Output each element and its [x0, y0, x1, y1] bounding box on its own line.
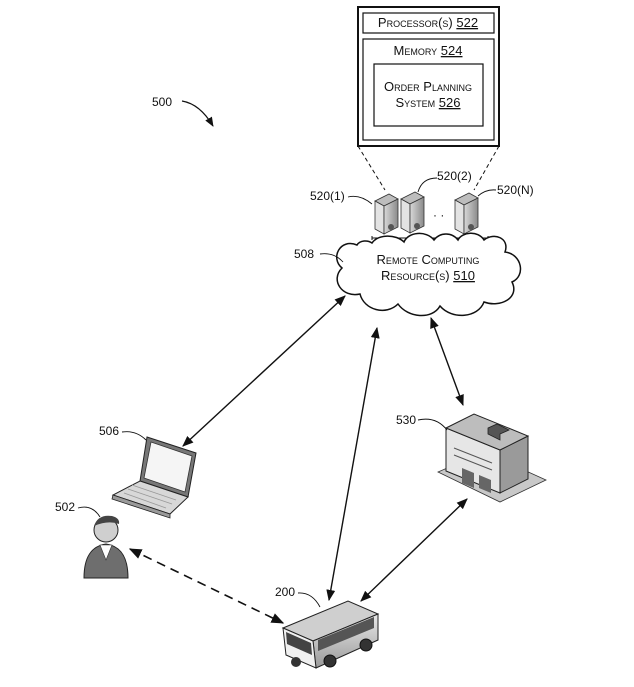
detail-projection-right [474, 146, 499, 190]
processor-label: Processor(s) 522 [378, 15, 478, 30]
figure-ref-label: 500 [152, 95, 172, 109]
server-n-leader [478, 190, 496, 196]
server-icon-2 [401, 192, 424, 233]
cloud-vehicle-arrow [329, 328, 377, 600]
vehicle-icon [283, 601, 378, 668]
laptop-icon [112, 437, 196, 518]
building-vehicle-arrow [361, 499, 467, 601]
cloud-ref-label: 508 [294, 247, 314, 261]
detail-projection-left [358, 146, 385, 190]
server-detail-box: Processor(s) 522 Memory 524 Order Planni… [358, 7, 499, 146]
building-ref-leader [418, 419, 447, 430]
user-ref-leader [78, 507, 100, 517]
server-2-label: 520(2) [437, 169, 472, 183]
cloud-label-line2: Resource(s) 510 [381, 268, 475, 283]
vehicle-ref-label: 200 [275, 585, 295, 599]
user-ref-label: 502 [55, 500, 75, 514]
cloud-building-arrow [431, 318, 463, 405]
server-icon-n [455, 193, 478, 234]
user-vehicle-dashed-arrow [130, 549, 283, 623]
laptop-ref-leader [122, 432, 146, 440]
server-ellipsis: · · [433, 208, 444, 222]
server-icon-1 [375, 194, 398, 234]
cloud-laptop-arrow [183, 296, 345, 446]
user-icon [84, 516, 128, 578]
building-icon [438, 414, 546, 502]
server-n-label: 520(N) [497, 183, 534, 197]
order-planning-line2: System 526 [395, 95, 460, 110]
figure-ref-arrow [182, 101, 213, 126]
server-1-leader [348, 196, 372, 204]
server-2-leader [418, 178, 437, 192]
laptop-ref-label: 506 [99, 424, 119, 438]
vehicle-ref-leader [298, 593, 320, 607]
server-1-label: 520(1) [310, 189, 345, 203]
building-ref-label: 530 [396, 413, 416, 427]
memory-label: Memory 524 [394, 43, 463, 58]
cloud-label-line1: Remote Computing [377, 252, 480, 267]
order-planning-line1: Order Planning [384, 79, 472, 94]
